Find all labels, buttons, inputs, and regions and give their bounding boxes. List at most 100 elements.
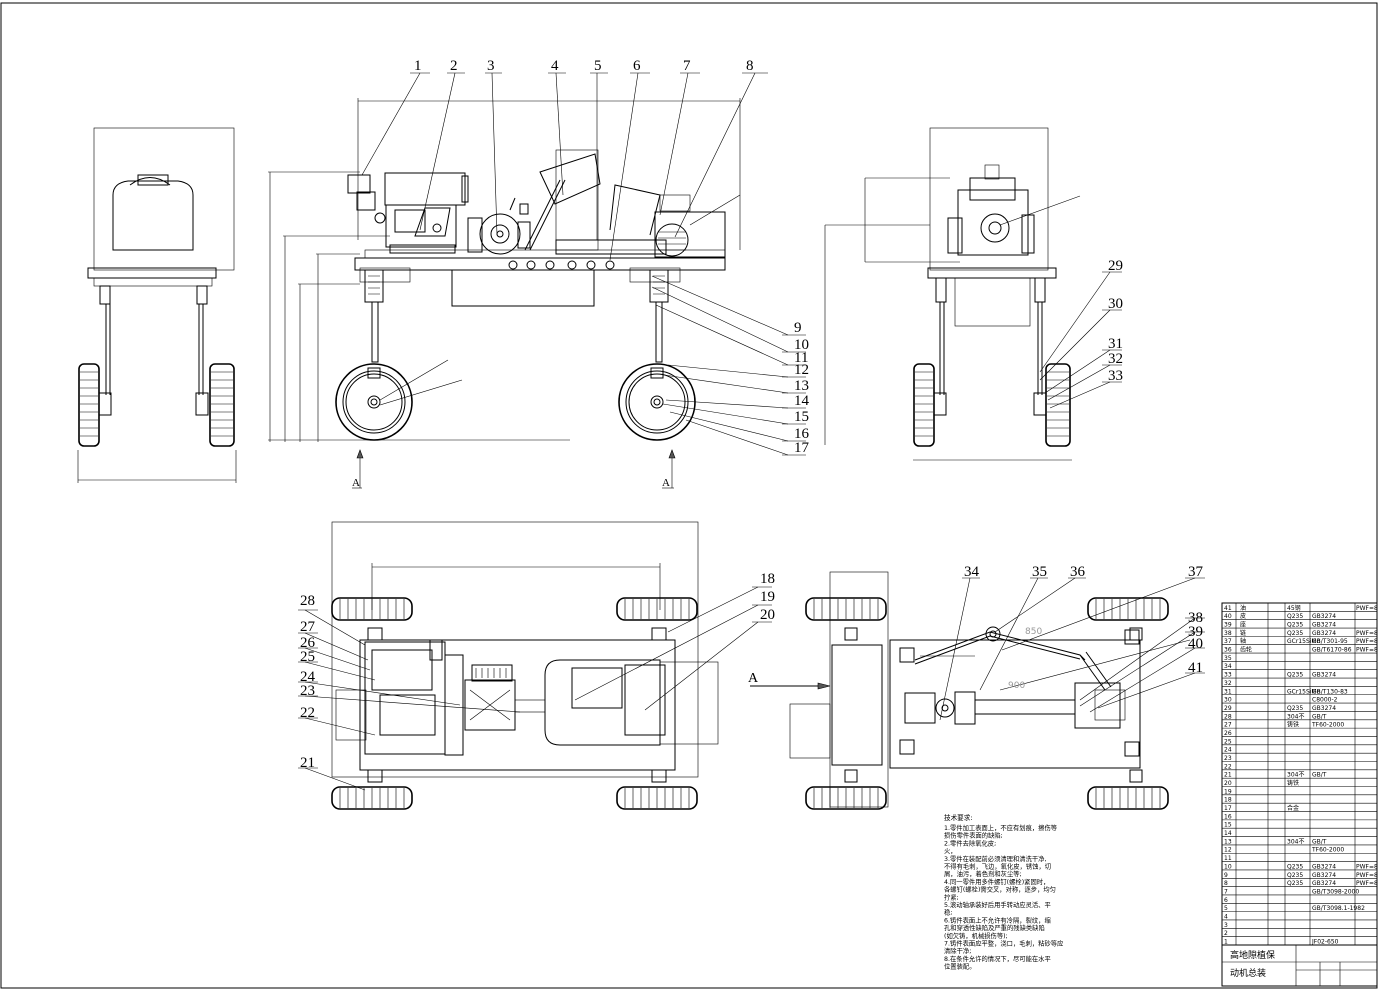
- bom-cell: GCr15SiMn: [1287, 688, 1321, 695]
- bom-cell: 16: [1224, 813, 1232, 820]
- bom-cell: Q235: [1287, 630, 1303, 637]
- part-label: 12: [794, 362, 809, 378]
- part-label: 33: [1108, 368, 1123, 384]
- bom-cell: 7: [1224, 888, 1228, 895]
- part-label: 41: [1188, 660, 1203, 676]
- part-label: 36: [1070, 564, 1086, 580]
- bom-cell: 油: [1240, 604, 1246, 612]
- bom-cell: 45钢: [1287, 604, 1301, 612]
- bom-cell: 25: [1224, 738, 1232, 745]
- bom-cell: 29: [1224, 705, 1232, 712]
- note-line: 1.零件加工表面上，不应有划痕，擦伤等: [944, 823, 1058, 832]
- part-label: 38: [1188, 610, 1203, 626]
- bom-cell: 12: [1224, 847, 1232, 854]
- note-line: 拧紧;: [944, 892, 959, 901]
- bom-cell: GB/T: [1312, 838, 1327, 845]
- bom-cell: GB/T6170-86: [1312, 647, 1352, 654]
- bom-cell: 28: [1224, 713, 1232, 720]
- bom-cell: 304不: [1287, 713, 1304, 720]
- bom-cell: 1: [1224, 939, 1228, 946]
- part-label: 6: [633, 58, 641, 74]
- bom-cell: 15: [1224, 822, 1232, 829]
- bom-cell: GCr15SiMn: [1287, 638, 1321, 645]
- part-label: 8: [746, 58, 754, 74]
- bom-cell: 26: [1224, 730, 1232, 737]
- bom-cell: 8: [1224, 880, 1228, 887]
- bom-cell: 39: [1224, 622, 1232, 629]
- bom-cell: 22: [1224, 763, 1232, 770]
- note-line: 7.铸件表面应平整，浇口，毛刺，粘砂等应: [944, 939, 1064, 948]
- bom-cell: GB/T3098-2000: [1312, 888, 1359, 895]
- bom-cell: Q235: [1287, 880, 1303, 887]
- bom-cell: Q235: [1287, 863, 1303, 870]
- part-label: 30: [1108, 296, 1123, 312]
- bom-cell: 41: [1224, 605, 1232, 612]
- bom-cell: GB/T3098.1-1982: [1312, 905, 1365, 912]
- bom-cell: 24: [1224, 747, 1232, 754]
- bom-cell: 19: [1224, 788, 1232, 795]
- part-label: 1: [414, 58, 422, 74]
- bom-cell: GB3274: [1312, 672, 1336, 679]
- note-line: 稳;: [944, 908, 952, 917]
- note-line: 8.在条件允许的情况下，尽可能在水平: [944, 954, 1051, 963]
- notes-heading: 技术要求:: [944, 813, 973, 822]
- plan-view: [298, 521, 772, 810]
- bom-cell: 31: [1224, 688, 1232, 695]
- dim-850: 850: [1025, 627, 1042, 637]
- bom-cell: TF60-2000: [1311, 722, 1344, 729]
- bom-cell: 18: [1224, 797, 1232, 804]
- note-line: 不得有毛刺，飞边，氧化皮，锈蚀，切: [944, 862, 1051, 871]
- note-line: 各螺钉(螺栓)需交叉，对称，逐步，均匀: [944, 885, 1056, 894]
- bom-cell: 5: [1224, 905, 1228, 912]
- note-line: 位置装配。: [944, 962, 975, 971]
- bom-cell: GB/T130-83: [1312, 688, 1348, 695]
- part-label: 10: [794, 337, 809, 353]
- bom-cell: Q235: [1287, 672, 1303, 679]
- part-label: 7: [683, 58, 691, 74]
- bom-cell: 35: [1224, 655, 1232, 662]
- part-label: 5: [594, 58, 602, 74]
- bom-cell: 14: [1224, 830, 1232, 837]
- bom-cell: TF60-2000: [1311, 847, 1344, 854]
- note-line: 清除干净;: [944, 946, 971, 955]
- bom-cell: GB/T301-95: [1312, 638, 1348, 645]
- bom-cell: 皮: [1240, 612, 1246, 620]
- part-label: 4: [551, 58, 559, 74]
- bom-cell: 轴: [1240, 637, 1246, 645]
- bom-cell: 17: [1224, 805, 1232, 812]
- part-label: 2: [450, 58, 458, 74]
- bom-cell: Q235: [1287, 872, 1303, 879]
- bom-cell: GB3274: [1312, 630, 1336, 637]
- bom-cell: 齿轮: [1240, 646, 1252, 654]
- note-line: 6.铸件表面上不允许有冷隔，裂纹，缩: [944, 915, 1051, 924]
- note-line: (如欠铸，机械损伤等);: [944, 931, 1008, 940]
- right-side-view: [824, 127, 1122, 461]
- bom-table: 41油45钢PWF=8040皮Q235GB327439座Q235GB327438…: [1221, 602, 1378, 987]
- bom-cell: Q235: [1287, 613, 1303, 620]
- bom-cell: 6: [1224, 897, 1228, 904]
- note-line: 3.零件在装配前必须清理和清洗干净,: [944, 854, 1046, 863]
- part-label: 34: [964, 564, 980, 580]
- bom-cell: 33: [1224, 672, 1232, 679]
- bom-cell: 21: [1224, 772, 1232, 779]
- note-line: 孔和穿透性缺陷及严重的残缺类缺陷: [944, 923, 1045, 932]
- bom-cell: GB3274: [1312, 880, 1336, 887]
- part-label: 25: [300, 649, 315, 665]
- bom-cell: PWF=80: [1356, 872, 1378, 879]
- bom-cell: PWF=80: [1356, 880, 1378, 887]
- bom-cell: PWF=80: [1356, 638, 1378, 645]
- bom-cell: 10: [1224, 863, 1232, 870]
- bom-cell: PWF=80: [1356, 630, 1378, 637]
- part-label: 29: [1108, 258, 1123, 274]
- part-label: 31: [1108, 336, 1123, 352]
- note-line: 损伤零件表面的缺陷;: [944, 831, 1003, 840]
- bom-cell: 38: [1224, 630, 1232, 637]
- bom-cell: GB3274: [1312, 872, 1336, 879]
- part-label: 20: [760, 607, 775, 623]
- title-main: 高地隙植保: [1230, 949, 1275, 961]
- bom-cell: 27: [1224, 722, 1232, 729]
- part-label: 35: [1032, 564, 1047, 580]
- bom-cell: 37: [1224, 638, 1232, 645]
